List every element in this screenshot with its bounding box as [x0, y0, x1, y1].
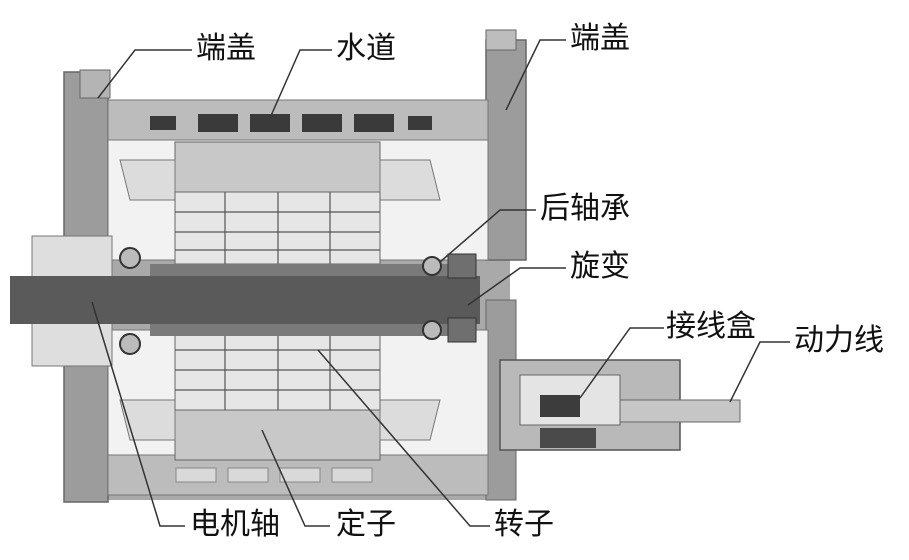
motor-shaft: [10, 235, 480, 367]
label-resolver: 旋变: [570, 249, 630, 284]
leader-power-cable: [729, 341, 790, 403]
label-water-channel: 水道: [336, 31, 396, 66]
leader-water-channel: [269, 49, 332, 119]
leader-motor-shaft: [91, 301, 185, 527]
end-winding-left-lower: [119, 399, 176, 441]
label-motor-shaft: 电机轴: [190, 507, 280, 542]
power-cable-body: [619, 399, 741, 423]
label-end-cover-right: 端盖: [570, 21, 630, 56]
label-rear-bearing: 后轴承: [540, 191, 630, 226]
right-end-cover: [485, 39, 527, 261]
front-bearing-ball: [119, 247, 141, 269]
water-channel-slot: [175, 467, 217, 483]
junction-box-assembly: [499, 359, 741, 451]
water-channel-slot: [198, 114, 238, 132]
water-channel-slot: [354, 114, 394, 132]
end-winding-right-lower: [379, 399, 441, 441]
label-end-cover-left: 端盖: [196, 31, 256, 66]
shaft-inner: [150, 264, 450, 276]
water-channel-slot: [227, 467, 269, 483]
front-bearing-ball: [119, 333, 141, 355]
leader-junction-box: [579, 327, 664, 399]
rear-bearing-ball: [422, 320, 442, 340]
stator-core-upper: [174, 141, 381, 193]
leader-rear-bearing: [439, 209, 536, 263]
left-end-cover-lip: [79, 69, 111, 99]
leader-end-cover-right: [505, 39, 566, 111]
resolver-body: [447, 253, 477, 279]
rear-bearing-ball: [422, 256, 442, 276]
leader-stator: [261, 429, 330, 527]
bearings: [119, 247, 477, 355]
resolver-body: [447, 317, 477, 343]
leader-resolver: [467, 267, 566, 306]
leader-lines: [91, 39, 790, 527]
water-channel-slot: [279, 467, 321, 483]
label-power-cable: 动力线: [794, 323, 884, 358]
shaft-body: [10, 276, 480, 324]
water-channel-slot: [302, 114, 342, 132]
leader-end-cover-left: [97, 49, 192, 99]
right-end-cover-top: [485, 29, 517, 51]
rotor: [174, 191, 381, 411]
label-stator: 定子: [336, 507, 396, 542]
end-winding-right-upper: [379, 159, 441, 201]
leader-rotor: [317, 349, 490, 527]
water-channel-slot: [331, 467, 373, 483]
connector-block: [540, 428, 596, 448]
label-rotor: 转子: [494, 507, 554, 542]
terminal-block: [540, 395, 580, 417]
stator: [119, 141, 441, 461]
end-winding-left-upper: [119, 159, 176, 201]
stator-core-lower: [174, 409, 381, 461]
water-channel-slot: [408, 116, 432, 130]
water-channel-slot: [150, 116, 176, 130]
shaft-inner: [150, 324, 450, 336]
water-channel-slot: [250, 114, 290, 132]
water-channels: [150, 114, 432, 483]
label-junction-box: 接线盒: [666, 309, 756, 344]
